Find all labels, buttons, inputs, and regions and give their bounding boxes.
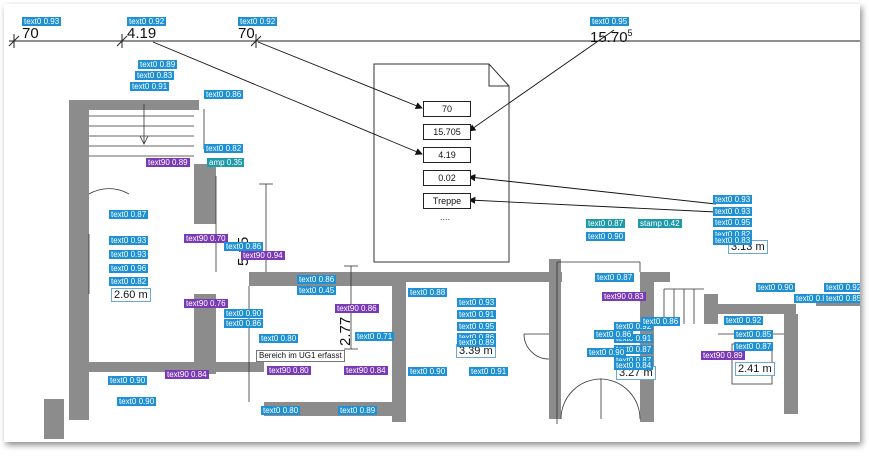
room-area-label: 2.41 m bbox=[735, 362, 775, 376]
detection-tag: text0 0.95 bbox=[590, 17, 630, 26]
document-field: 70 bbox=[423, 101, 471, 117]
detection-tag: text0 0.85 bbox=[734, 330, 774, 339]
detection-tag: text0 0.93 bbox=[109, 236, 149, 245]
document-field: Treppe bbox=[423, 193, 471, 209]
detection-tag: text0 0.87 bbox=[595, 273, 635, 282]
detection-tag: text90 0.89 bbox=[701, 351, 745, 360]
detection-tag: text0 0.86 bbox=[641, 317, 681, 326]
detection-tag: text0 0.86 bbox=[224, 319, 264, 328]
detection-tag: text0 0.96 bbox=[109, 264, 149, 273]
detection-tag: text0 0.83 bbox=[135, 71, 175, 80]
detection-tag: amp 0.35 bbox=[207, 158, 245, 167]
detection-tag: text0 0.90 bbox=[756, 283, 796, 292]
dimension-value: 70 bbox=[238, 25, 255, 42]
detection-tag: text0 0.88 bbox=[408, 288, 448, 297]
dimension-superscript: 5 bbox=[627, 28, 633, 38]
dimension-value-main: 15.70 bbox=[590, 29, 628, 46]
detection-tag: text0 0.83 bbox=[713, 236, 753, 245]
detection-tag: text0 0.95 bbox=[713, 218, 753, 227]
detection-tag: text0 0.92 bbox=[127, 17, 167, 26]
detection-tag: text0 0.95 bbox=[457, 322, 497, 331]
detection-tag: text0 0.86 bbox=[224, 242, 264, 251]
detection-tag: text0 0.87 bbox=[614, 356, 654, 365]
detection-tag: text0 0.80 bbox=[259, 334, 299, 343]
detection-tag: text0 0.91 bbox=[469, 367, 509, 376]
detection-tag: text0 0.86 bbox=[297, 275, 337, 284]
detection-tag: text0 0.87 bbox=[614, 345, 654, 354]
detection-tag: text0 0.91 bbox=[614, 334, 654, 343]
detection-tag: stamp 0.42 bbox=[638, 219, 682, 228]
detection-tag: text0 0.82 bbox=[713, 230, 753, 239]
detection-tag: text90 0.83 bbox=[602, 292, 646, 301]
detection-tag: text0 0.93 bbox=[713, 195, 753, 204]
detection-tag: text0 0.89 bbox=[457, 338, 497, 347]
detection-tag: text0 0.86 bbox=[204, 90, 244, 99]
area-note: Bereich im UG1 erfasst bbox=[256, 350, 345, 362]
detection-tag: text0 0.93 bbox=[22, 17, 62, 26]
detection-tag: text0 0.92 bbox=[824, 283, 860, 292]
detection-tag: text0 0.85 bbox=[824, 294, 860, 303]
detection-tag: text0 0.90 bbox=[117, 397, 157, 406]
document-field: 0.02 bbox=[423, 170, 471, 186]
detection-tag: text0 0.82 bbox=[204, 144, 244, 153]
detection-tag: text90 0.80 bbox=[267, 366, 311, 375]
detection-tag: text0 0.93 bbox=[109, 250, 149, 259]
detection-tag: text0 0.90 bbox=[224, 309, 264, 318]
detection-tag: text90 0.86 bbox=[335, 304, 379, 313]
detection-tag: text0 0.86 bbox=[457, 333, 497, 342]
detection-tag: text0 0.87 bbox=[734, 342, 774, 351]
detection-tag: text0 0.91 bbox=[130, 82, 170, 91]
detection-tag: text0 0.87 bbox=[109, 210, 149, 219]
detection-tag: text0 0.93 bbox=[713, 207, 753, 216]
document-more: .... bbox=[440, 212, 451, 222]
detection-tag: text0 0.82 bbox=[109, 277, 149, 286]
detection-tag: text0 0.93 bbox=[457, 298, 497, 307]
dimension-value: 15.705 bbox=[590, 26, 633, 45]
screenshot-frame: 70 4.19 70 15.705 70 15.705 4.19 0.02 Tr… bbox=[4, 4, 860, 442]
detection-tag: text90 0.84 bbox=[165, 370, 209, 379]
detection-tag: text0 0.92 bbox=[724, 316, 764, 325]
detection-tag: text0 0.90 bbox=[587, 348, 627, 357]
vertical-dimension: 2.77 bbox=[337, 316, 354, 346]
detection-tag: text90 0.70 bbox=[184, 234, 228, 243]
room-area-label: 2.60 m bbox=[111, 288, 151, 302]
detection-tag: text90 0.94 bbox=[241, 251, 285, 260]
room-area-label: 3.39 m bbox=[456, 344, 496, 358]
detection-tag: text90 0.76 bbox=[184, 299, 228, 308]
detection-tag: text90 0.84 bbox=[344, 366, 388, 375]
dimension-value: 4.19 bbox=[127, 25, 157, 42]
detection-tag: text0 0.80 bbox=[261, 406, 301, 415]
document-field: 15.705 bbox=[423, 124, 471, 140]
detection-tag: text0 0.81 bbox=[794, 294, 834, 303]
detection-tag: text0 0.92 bbox=[238, 17, 278, 26]
dimension-value: 70 bbox=[22, 25, 39, 42]
detection-tag: text0 0.92 bbox=[614, 322, 654, 331]
detection-tag: text0 0.91 bbox=[457, 310, 497, 319]
detection-tag: text0 0.90 bbox=[408, 367, 448, 376]
detection-tag: text0 0.87 bbox=[586, 219, 626, 228]
detection-tag: text0 0.86 bbox=[594, 330, 634, 339]
detection-tag: text0 0.71 bbox=[355, 332, 395, 341]
detection-tag: text0 0.90 bbox=[108, 376, 148, 385]
floor-plan-drawing bbox=[8, 29, 860, 439]
detection-tag: text0 0.89 bbox=[138, 60, 178, 69]
detection-tag: text0 0.90 bbox=[586, 232, 626, 241]
document-field: 4.19 bbox=[423, 147, 471, 163]
detection-tag: text0 0.84 bbox=[614, 361, 654, 370]
detection-tag: text0 0.89 bbox=[338, 406, 378, 415]
detection-tag: text0 0.45 bbox=[297, 286, 337, 295]
detection-tag: text90 0.89 bbox=[146, 158, 190, 167]
